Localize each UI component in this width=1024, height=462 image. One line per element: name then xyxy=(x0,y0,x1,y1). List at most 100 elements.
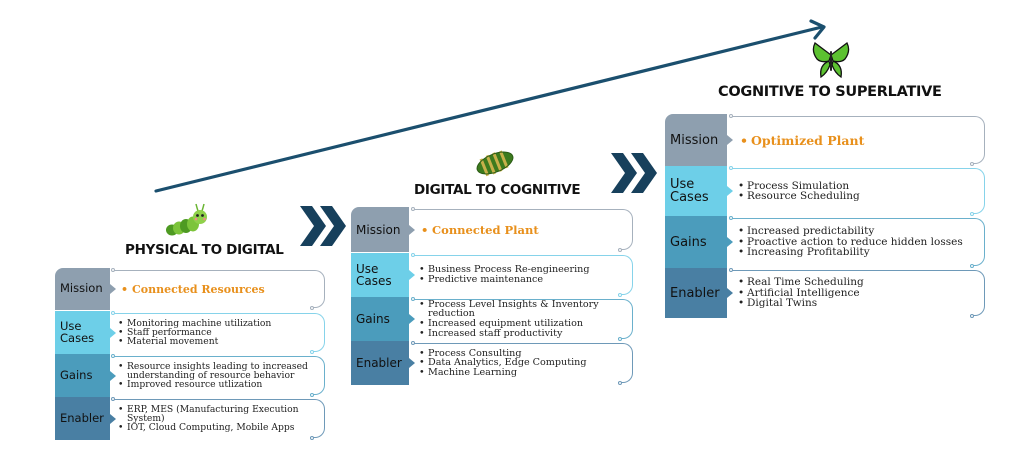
use-cases-label: Use Cases xyxy=(351,253,415,297)
gains-row: Gains Resource insights leading to incre… xyxy=(55,354,325,397)
use-cases-label-line1: Use xyxy=(670,177,695,192)
mission-row: Mission Connected Resources xyxy=(55,268,325,310)
gain-item: Increasing Profitability xyxy=(738,247,979,258)
use-cases-content: Business Process Re-engineering Predicti… xyxy=(419,253,627,297)
gains-label-text: Gains xyxy=(60,367,93,382)
enabler-content: ERP, MES (Manufacturing Execution System… xyxy=(118,397,319,440)
gain-item: Increased equipment utilization xyxy=(419,319,627,329)
butterfly-icon xyxy=(812,42,850,79)
gains-label: Gains xyxy=(55,354,116,397)
enabler-label-text: Enabler xyxy=(60,410,104,425)
mission-box xyxy=(729,114,985,166)
progress-arrowhead-icon xyxy=(809,19,826,40)
use-cases-label-line1: Use xyxy=(356,262,379,276)
mission-label-text: Mission xyxy=(356,222,401,237)
enabler-content: Process Consulting Data Analytics, Edge … xyxy=(419,341,627,385)
use-cases-content: Monitoring machine utilization Staff per… xyxy=(118,311,319,354)
stage-digital-to-cognitive: Mission Connected Plant Use Cases Busine… xyxy=(351,207,633,385)
enabler-label: Enabler xyxy=(55,397,116,440)
gain-item: Process Level Insights & Inventory reduc… xyxy=(419,299,627,319)
use-cases-row: Use Cases Business Process Re-engineerin… xyxy=(351,253,633,297)
use-case-item: Material movement xyxy=(118,337,319,347)
gains-row: Gains Increased predictability Proactive… xyxy=(665,216,985,268)
use-cases-label-line2: Cases xyxy=(356,274,392,288)
mission-row: Mission Connected Plant xyxy=(351,207,633,252)
enabler-box xyxy=(411,341,633,385)
gains-row: Gains Process Level Insights & Inventory… xyxy=(351,297,633,341)
use-cases-box xyxy=(729,166,985,216)
stage-title: DIGITAL TO COGNITIVE xyxy=(414,182,581,198)
gain-item: Proactive action to reduce hidden losses xyxy=(738,237,979,248)
progress-arrow-line xyxy=(154,25,824,193)
use-case-item: Process Simulation xyxy=(738,180,979,192)
enabler-content: Real Time Scheduling Artificial Intellig… xyxy=(738,268,979,318)
enabler-label: Enabler xyxy=(351,341,415,385)
gain-item: Increased staff productivity xyxy=(419,328,627,339)
enabler-item: Artificial Intelligence xyxy=(738,288,979,299)
mission-label: Mission xyxy=(665,114,733,166)
enabler-item: ERP, MES (Manufacturing Execution System… xyxy=(118,404,319,423)
enabler-box xyxy=(729,268,985,318)
enabler-label-text: Enabler xyxy=(670,285,720,301)
gain-item: Resource insights leading to increased u… xyxy=(118,361,319,380)
gains-box xyxy=(729,216,985,268)
use-cases-label: Use Cases xyxy=(665,166,733,216)
use-cases-row: Use Cases Monitoring machine utilization… xyxy=(55,311,325,354)
gains-label: Gains xyxy=(351,297,415,341)
mission-value: Optimized Plant xyxy=(740,133,979,148)
gains-content: Resource insights leading to increased u… xyxy=(118,354,319,397)
use-cases-label-line2: Cases xyxy=(60,330,95,345)
cocoon-icon xyxy=(476,150,514,177)
mission-content: Connected Resources xyxy=(121,268,319,310)
caterpillar-icon xyxy=(166,203,207,236)
enabler-item: Digital Twins xyxy=(738,298,979,309)
mission-content: Connected Plant xyxy=(421,207,627,252)
use-cases-label: Use Cases xyxy=(55,311,116,354)
stage-physical-to-digital: Mission Connected Resources Use Cases Mo… xyxy=(55,268,325,440)
use-case-item: Business Process Re-engineering xyxy=(419,265,627,275)
mission-label: Mission xyxy=(351,207,415,252)
mission-row: Mission Optimized Plant xyxy=(665,114,985,166)
enabler-row: Enabler Process Consulting Data Analytic… xyxy=(351,341,633,385)
use-case-item: Predictive maintenance xyxy=(419,275,627,285)
use-case-item: Staff performance xyxy=(118,328,319,338)
gains-label-text: Gains xyxy=(356,312,390,326)
use-case-item: Resource Scheduling xyxy=(738,191,979,202)
use-cases-label-line2: Cases xyxy=(670,190,709,205)
gain-item: Improved resource utlization xyxy=(118,380,319,390)
mission-value: Connected Plant xyxy=(421,223,627,237)
double-chevron-right-icon xyxy=(300,206,346,246)
stage-title: COGNITIVE TO SUPERLATIVE xyxy=(718,84,942,100)
gains-label: Gains xyxy=(665,216,733,268)
enabler-label-text: Enabler xyxy=(356,356,402,370)
gains-content: Increased predictability Proactive actio… xyxy=(738,216,979,268)
mission-box xyxy=(411,207,633,252)
enabler-row: Enabler Real Time Scheduling Artificial … xyxy=(665,268,985,318)
mission-value: Connected Resources xyxy=(121,283,319,296)
enabler-item: Machine Learning xyxy=(419,368,627,378)
gains-content: Process Level Insights & Inventory reduc… xyxy=(419,297,627,341)
enabler-item: Data Analytics, Edge Computing xyxy=(419,358,627,368)
enabler-label: Enabler xyxy=(665,268,733,318)
enabler-row: Enabler ERP, MES (Manufacturing Executio… xyxy=(55,397,325,440)
stage-cognitive-to-superlative: Mission Optimized Plant Use Cases Proces… xyxy=(665,114,985,318)
mission-content: Optimized Plant xyxy=(740,114,979,166)
use-cases-label-line1: Use xyxy=(60,319,82,333)
use-cases-row: Use Cases Process Simulation Resource Sc… xyxy=(665,166,985,216)
mission-label-text: Mission xyxy=(60,281,103,296)
use-cases-box xyxy=(411,253,633,297)
enabler-item: Real Time Scheduling xyxy=(738,277,979,288)
use-cases-box xyxy=(111,311,325,354)
mission-label: Mission xyxy=(55,268,116,310)
use-case-item: Monitoring machine utilization xyxy=(118,318,319,328)
double-chevron-right-icon xyxy=(611,153,657,193)
mission-label-text: Mission xyxy=(670,132,719,148)
enabler-item: Process Consulting xyxy=(419,349,627,359)
use-cases-content: Process Simulation Resource Scheduling xyxy=(738,166,979,216)
gain-item: Increased predictability xyxy=(738,226,979,237)
gains-box xyxy=(111,354,325,397)
stage-title: PHYSICAL TO DIGITAL xyxy=(125,242,284,258)
mission-box xyxy=(111,268,325,310)
enabler-item: IOT, Cloud Computing, Mobile Apps xyxy=(118,423,319,433)
